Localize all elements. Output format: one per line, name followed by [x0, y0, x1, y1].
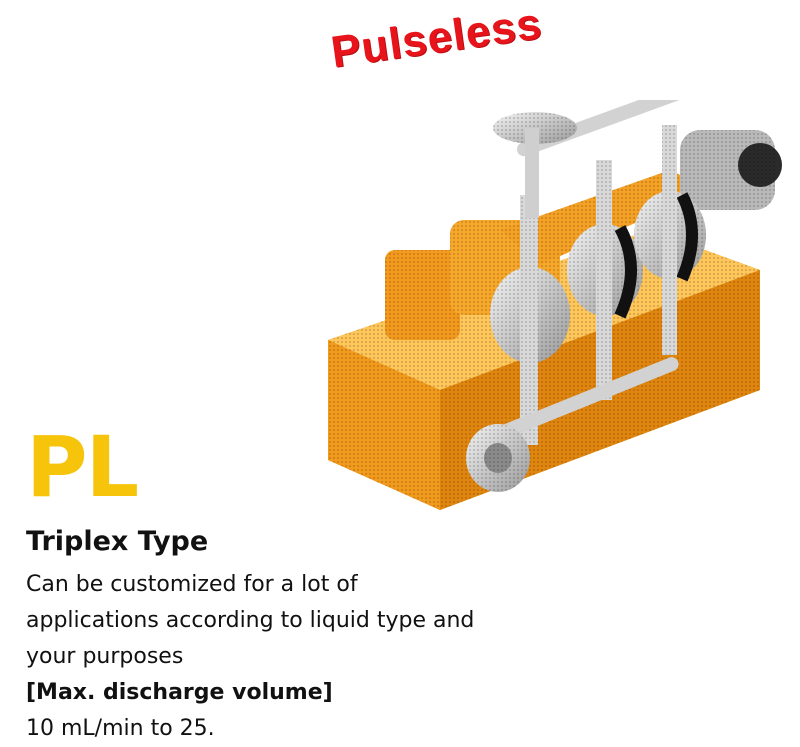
description-line: your purposes [26, 644, 184, 669]
spec-value: 10 mL/min to 25. [26, 716, 215, 741]
description-line: applications according to liquid type an… [26, 608, 475, 633]
spec-label: [Max. discharge volume] [26, 680, 333, 705]
pulseless-banner: Pulseless [328, 0, 545, 78]
triplex-pump-illustration [328, 100, 782, 510]
pump-type: Triplex Type [26, 526, 209, 557]
description-line: Can be customized for a lot of [26, 572, 358, 597]
model-name: PL [26, 418, 139, 516]
product-description: Can be customized for a lot of applicati… [26, 567, 546, 747]
